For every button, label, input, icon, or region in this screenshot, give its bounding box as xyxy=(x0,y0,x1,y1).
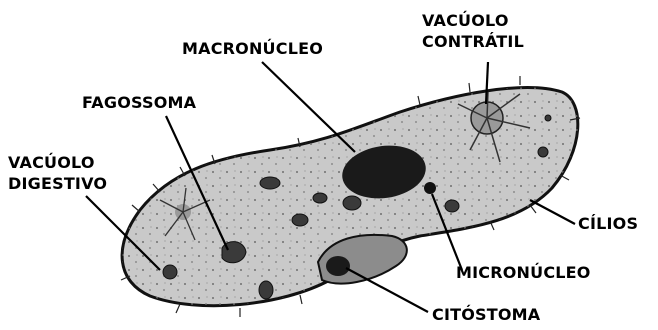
cytostome xyxy=(326,256,350,276)
label-vacuolo-contratil-line1: VACÚOLO xyxy=(422,10,524,31)
micronucleus xyxy=(424,182,436,194)
label-vacuolo-digestivo: VACÚOLO DIGESTIVO xyxy=(8,152,107,194)
label-fagossoma: FAGOSSOMA xyxy=(82,92,196,113)
label-vacuolo-digestivo-line1: VACÚOLO xyxy=(8,152,107,173)
label-citostoma: CITÓSTOMA xyxy=(432,304,540,325)
label-cilios: CÍLIOS xyxy=(578,213,638,234)
label-micronucleo: MICRONÚCLEO xyxy=(456,262,591,283)
label-vacuolo-contratil-line2: CONTRÁTIL xyxy=(422,31,524,52)
label-vacuolo-contratil: VACÚOLO CONTRÁTIL xyxy=(422,10,524,52)
label-vacuolo-digestivo-line2: DIGESTIVO xyxy=(8,173,107,194)
label-macronucleo: MACRONÚCLEO xyxy=(182,38,323,59)
